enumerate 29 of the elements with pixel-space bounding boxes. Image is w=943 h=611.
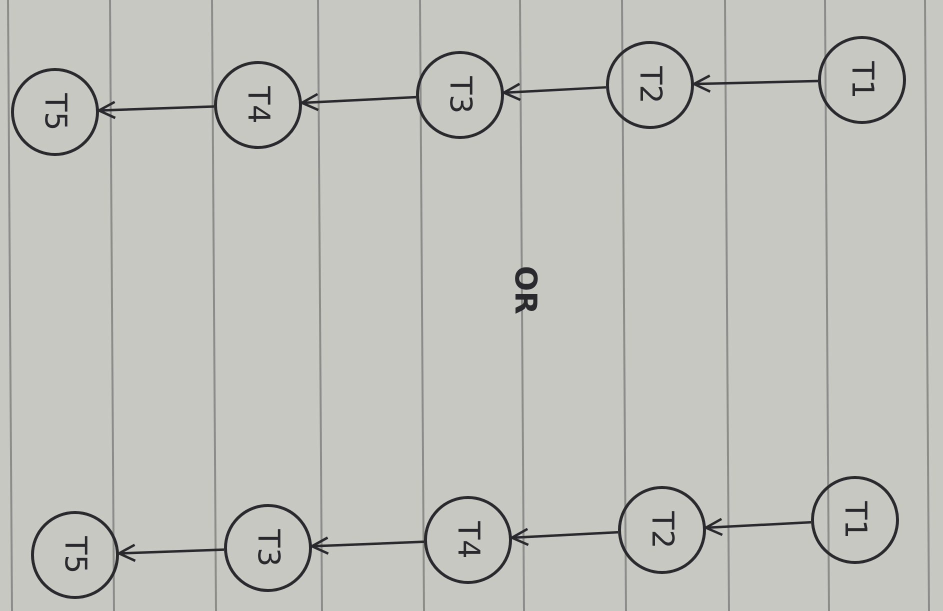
task-label: T3 [253,529,283,567]
task-circle [31,511,119,599]
task-circle [11,68,99,156]
task-circle [224,504,312,592]
task-label: T2 [635,66,665,104]
task-label: T5 [40,93,70,131]
arrow [510,528,618,546]
arrow [692,74,818,93]
task-circle [416,51,504,139]
task-label: T3 [445,76,475,114]
task-label: T4 [453,521,483,559]
arrow [502,82,606,102]
arrow [98,100,214,120]
task-label: T1 [847,61,877,99]
task-label: T4 [243,86,273,124]
separator-text: OR [509,266,540,314]
arrow [300,92,416,112]
task-label: T1 [840,501,870,539]
arrow [310,536,424,555]
arrow [118,544,224,562]
task-label: T2 [647,511,677,549]
task-circle [818,36,906,124]
task-circle [606,41,694,129]
arrow [704,518,812,536]
task-circle [811,476,899,564]
task-circle [618,486,706,574]
task-circle [214,61,302,149]
task-circle [424,496,512,584]
task-label: T5 [60,536,90,574]
